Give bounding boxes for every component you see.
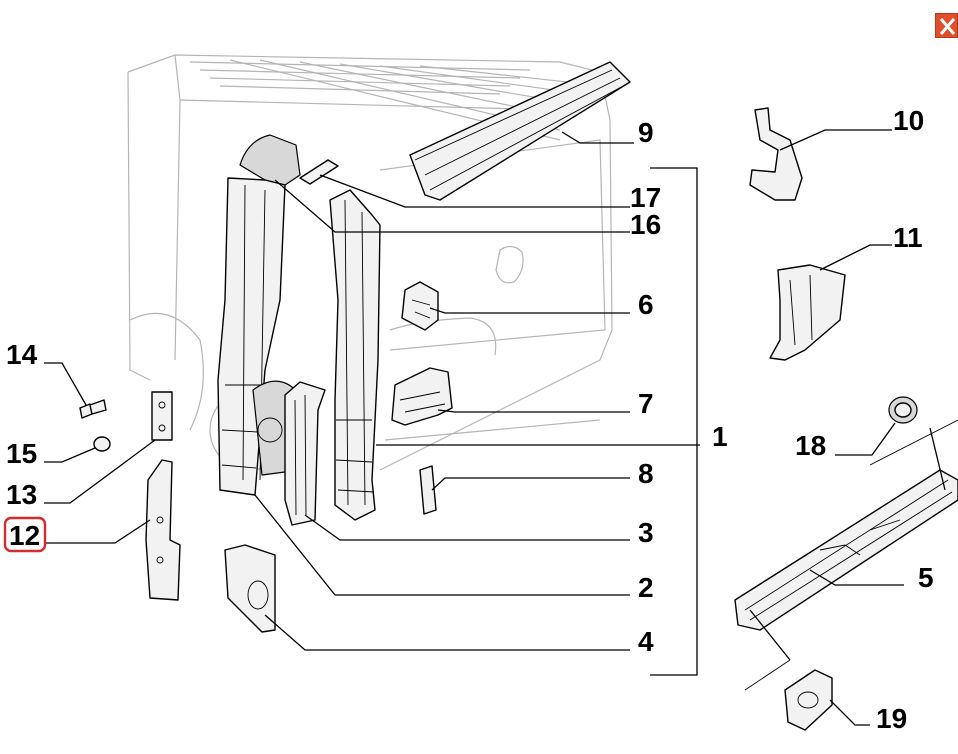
part-12-bracket[interactable]: [145, 459, 181, 601]
callout-15: 15: [6, 438, 37, 469]
callout-11: 11: [893, 222, 923, 253]
part-11-side-bracket[interactable]: [769, 264, 846, 361]
callout-9: 9: [638, 117, 654, 148]
part-19-cover[interactable]: [784, 669, 833, 731]
leader-lines: [44, 129, 958, 726]
callout-labels: 9 10 11 17 16 6 7 1 8 3 2 4 18 5 19 14 1…: [3, 105, 934, 734]
callout-4: 4: [638, 626, 654, 657]
callout-12-highlight: [3, 516, 47, 553]
part-6-latch-bracket[interactable]: [401, 281, 439, 331]
callout-19: 19: [876, 703, 907, 734]
part-18-grommet[interactable]: [888, 396, 918, 424]
callout-5: 5: [918, 562, 934, 593]
part-14-bolt[interactable]: [79, 399, 107, 419]
part-1-right-pillar[interactable]: [329, 189, 381, 521]
callout-8: 8: [638, 458, 654, 489]
callout-10: 10: [893, 105, 924, 136]
part-17-bracket[interactable]: [299, 159, 339, 185]
callout-16: 16: [630, 209, 661, 240]
callout-12[interactable]: 12: [9, 520, 40, 551]
part-8-plate[interactable]: [419, 465, 437, 515]
callout-18: 18: [795, 430, 826, 461]
callout-2: 2: [638, 572, 654, 603]
callout-1: 1: [712, 421, 728, 452]
callout-6: 6: [638, 289, 654, 320]
callout-14: 14: [6, 339, 38, 370]
close-icon: [939, 18, 956, 35]
part-7-lock-bracket[interactable]: [391, 367, 453, 426]
callout-3: 3: [638, 517, 654, 548]
part-9-roof-rear-rail[interactable]: [409, 61, 631, 201]
callout-7: 7: [638, 388, 654, 419]
part-3-inner-panel[interactable]: [284, 381, 326, 526]
close-button[interactable]: [935, 13, 958, 38]
part-10-upper-bracket[interactable]: [749, 107, 803, 201]
callout-13: 13: [6, 479, 37, 510]
part-15-nut[interactable]: [93, 436, 111, 452]
part-5-sill-rail[interactable]: [734, 469, 958, 631]
callout-17: 17: [630, 182, 661, 213]
part-13-plate[interactable]: [151, 391, 173, 441]
part-4-lower-bracket[interactable]: [224, 544, 276, 633]
